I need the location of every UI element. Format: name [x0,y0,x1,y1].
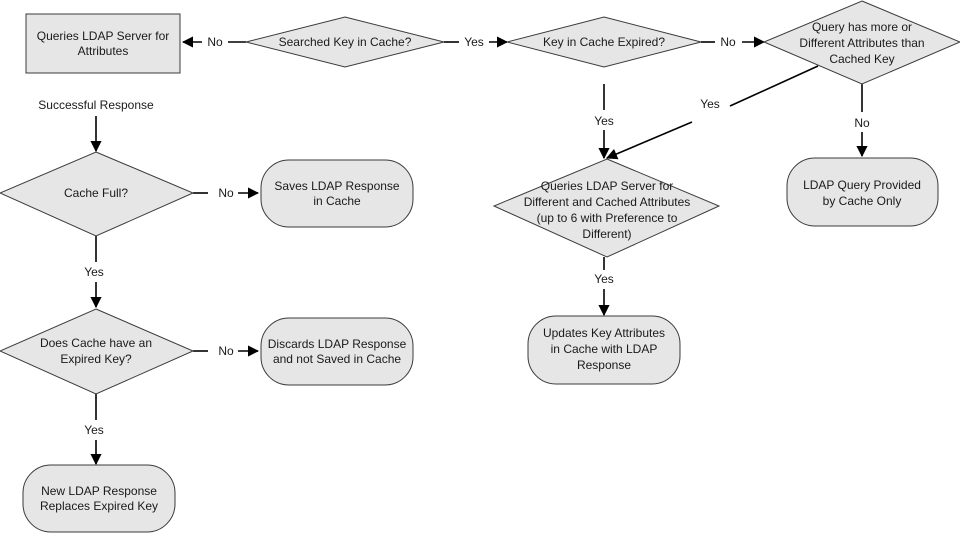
node-searched-key: Searched Key in Cache? [245,16,445,68]
node-saves-response: Saves LDAP Response in Cache [260,159,414,228]
node-queries-different-shape [492,158,721,258]
label-searched-no: No [207,35,223,49]
node-updates-key-line-3: Response [577,358,631,372]
node-replaces-expired-line-1: New LDAP Response [41,484,157,498]
label-cache-full-yes: Yes [84,265,104,279]
node-key-expired-shape [506,16,702,68]
node-query-more: Query has more or Different Attributes t… [762,0,960,85]
node-queries-different: Queries LDAP Server for Different and Ca… [492,158,721,258]
node-expired-key-shape [0,308,195,395]
node-provided-by-cache-line-1: LDAP Query Provided [803,178,921,192]
label-expired-key-no: No [218,344,234,358]
node-provided-by-cache: LDAP Query Provided by Cache Only [786,157,939,227]
node-queries-ldap-shape [25,13,181,74]
node-updates-key-line-2: in Cache with LDAP [551,342,658,356]
edge-query-more-yes-line [729,65,819,107]
label-expired-no: No [720,35,736,49]
node-queries-different-line-3: (up to 6 with Preference to [537,211,678,225]
node-discards-response-line-2: and not Saved in Cache [273,352,401,366]
node-queries-different-line-2: Different and Cached Attributes [524,195,691,209]
node-cache-full-shape [0,151,195,237]
node-key-expired: Key in Cache Expired? [506,16,702,68]
node-saves-response-shape [260,159,414,228]
node-cache-full-line-1: Cache Full? [64,186,128,200]
node-searched-key-line-1: Searched Key in Cache? [279,35,412,49]
node-searched-key-shape [245,16,445,68]
node-query-more-line-1: Query has more or [812,20,912,34]
node-queries-ldap: Queries LDAP Server for Attributes [25,13,181,74]
node-queries-different-line-4: Different) [582,227,631,241]
node-queries-ldap-line-2: Attributes [78,44,129,58]
edges [90,36,868,466]
label-queries-different-yes: Yes [594,272,614,286]
label-query-more-no: No [854,116,870,130]
node-queries-ldap-line-1: Queries LDAP Server for [37,29,170,43]
node-replaces-expired: New LDAP Response Replaces Expired Key [22,464,176,533]
edge-labels: No Yes No Yes Yes No Successful Response… [38,35,870,437]
label-cache-full-no: No [218,186,234,200]
node-saves-response-line-1: Saves LDAP Response [274,179,400,193]
node-replaces-expired-line-2: Replaces Expired Key [40,499,158,513]
node-discards-response-line-1: Discards LDAP Response [268,337,407,351]
node-saves-response-line-2: in Cache [313,194,361,208]
node-query-more-line-3: Cached Key [829,52,894,66]
node-queries-different-line-1: Queries LDAP Server for [541,179,674,193]
node-expired-key: Does Cache have an Expired Key? [0,308,195,395]
label-query-more-yes: Yes [700,97,720,111]
node-updates-key-line-1: Updates Key Attributes [543,326,665,340]
node-replaces-expired-shape [22,464,176,533]
node-query-more-line-2: Different Attributes than [799,36,924,50]
label-expired-yes: Yes [594,114,614,128]
node-discards-response-shape [260,317,414,386]
node-provided-by-cache-shape [786,157,939,227]
label-successful-response: Successful Response [38,98,154,112]
node-cache-full: Cache Full? [0,151,195,237]
node-updates-key: Updates Key Attributes in Cache with LDA… [527,315,681,385]
node-query-more-shape [762,0,960,85]
node-expired-key-line-2: Expired Key? [60,352,132,366]
label-searched-yes: Yes [464,35,484,49]
node-key-expired-line-1: Key in Cache Expired? [543,35,665,49]
label-expired-key-yes: Yes [84,423,104,437]
node-expired-key-line-1: Does Cache have an [40,336,152,350]
node-provided-by-cache-line-2: by Cache Only [823,194,902,208]
node-updates-key-shape [527,315,681,385]
node-discards-response: Discards LDAP Response and not Saved in … [260,317,414,386]
edge-query-more-yes-arrow [605,121,693,160]
